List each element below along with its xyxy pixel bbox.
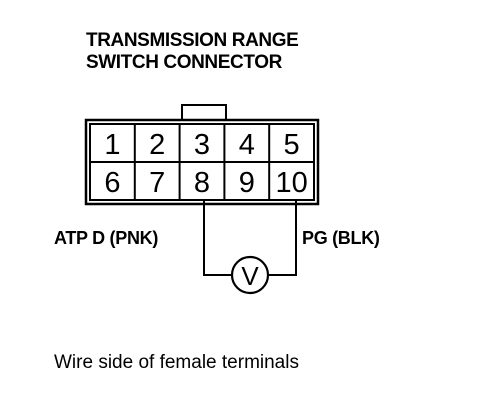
terminal-2: 2 (149, 129, 165, 161)
terminal-4: 4 (239, 129, 255, 161)
voltmeter-symbol: V (241, 261, 259, 291)
terminal-grid (89, 123, 315, 201)
terminal-9: 9 (239, 167, 255, 199)
terminal-5: 5 (284, 129, 300, 161)
title-line-2: SWITCH CONNECTOR (86, 52, 282, 73)
diagram-title: TRANSMISSION RANGE SWITCH CONNECTOR (86, 30, 299, 74)
terminal-6: 6 (104, 167, 120, 199)
voltmeter-icon: V (230, 255, 270, 295)
terminal-8: 8 (194, 167, 210, 199)
terminal-3: 3 (194, 129, 210, 161)
connector-lock-tab (181, 104, 227, 121)
wire-label-atp-d: ATP D (PNK) (54, 228, 159, 248)
lead-terminal-8 (203, 200, 232, 276)
terminal-1: 1 (104, 129, 120, 161)
lead-terminal-10 (268, 200, 297, 276)
terminal-10: 10 (275, 167, 307, 199)
diagram-caption: Wire side of female terminals (54, 352, 299, 373)
test-lead-wires (203, 200, 297, 276)
title-line-1: TRANSMISSION RANGE (86, 30, 299, 51)
terminal-7: 7 (149, 167, 165, 199)
wire-label-pg: PG (BLK) (302, 228, 380, 248)
